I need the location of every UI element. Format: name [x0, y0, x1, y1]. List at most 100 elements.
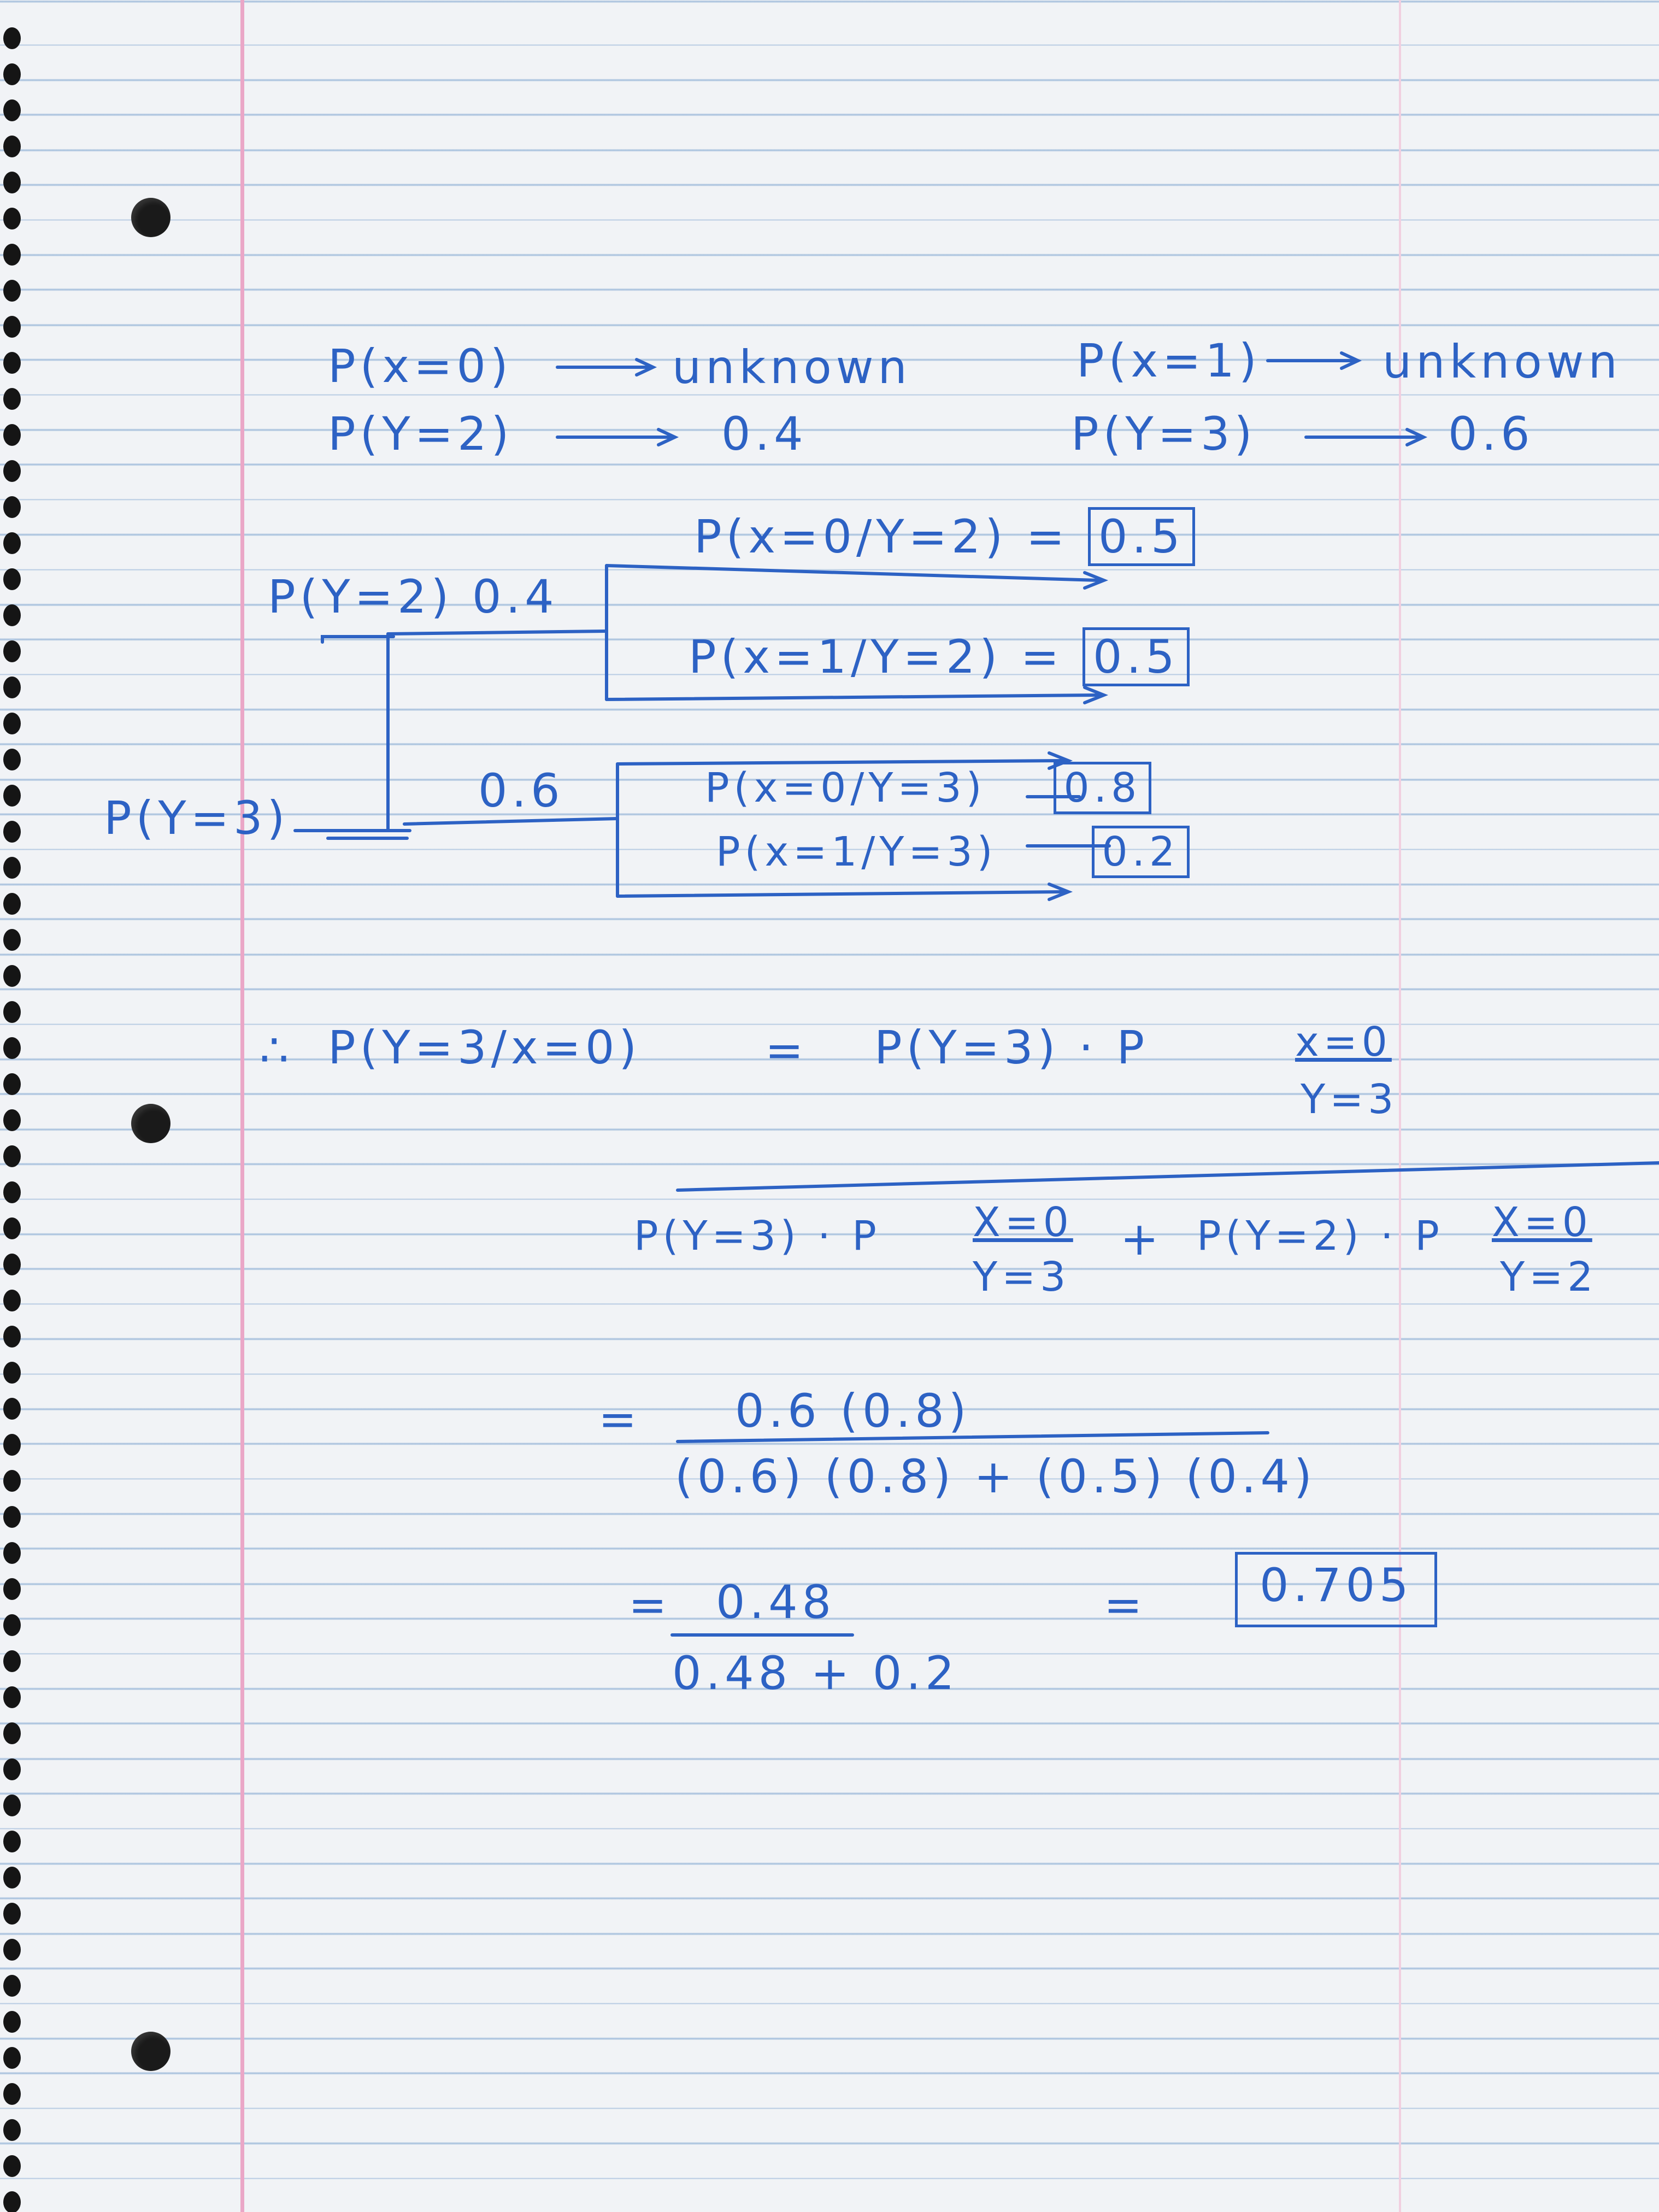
calc-equals-3: = — [1104, 1578, 1147, 1632]
leaf-value-box: 0.8 — [1053, 762, 1152, 814]
spiral-ring — [3, 1290, 21, 1311]
leaf-expr: P(x=0/Y=2) = — [694, 510, 1069, 563]
calc-numerator-1: 0.6 (0.8) — [735, 1384, 971, 1438]
spiral-ring — [3, 496, 21, 518]
spiral-ring — [3, 1001, 21, 1023]
px1-value: unknown — [1382, 335, 1622, 389]
punch-hole-top — [131, 198, 170, 237]
spiral-ring — [3, 1867, 21, 1889]
spiral-ring — [3, 63, 21, 85]
spiral-ring — [3, 1362, 21, 1384]
px1-expr: P(x=1) — [1076, 334, 1261, 387]
spiral-ring — [3, 785, 21, 807]
spiral-ring — [3, 568, 21, 590]
denominator-term2: P(Y=2) · P — [1197, 1213, 1444, 1260]
spiral-ring — [3, 1975, 21, 1997]
spiral-ring — [3, 1254, 21, 1275]
spiral-ring — [3, 713, 21, 734]
calc-numerator-2: 0.48 — [716, 1575, 836, 1629]
spiral-ring — [3, 1506, 21, 1528]
calc-denominator-1: (0.6) (0.8) + (0.5) (0.4) — [675, 1450, 1316, 1503]
spiral-ring — [3, 2083, 21, 2105]
spiral-ring — [3, 136, 21, 157]
spiral-ring — [3, 208, 21, 230]
leaf-x1-given-y3: P(x=1/Y=3) 0.2 — [716, 826, 1190, 878]
calc-equals-2: = — [628, 1578, 672, 1632]
spiral-ring — [3, 1434, 21, 1456]
spiral-ring — [3, 1650, 21, 1672]
spiral-ring — [3, 676, 21, 698]
py2-value: 0.4 — [721, 407, 808, 461]
numerator-frac-bottom: Y=3 — [1301, 1076, 1398, 1123]
calc-denominator-2: 0.48 + 0.2 — [672, 1646, 959, 1700]
leaf-x0-given-y3: P(x=0/Y=3) 0.8 — [705, 762, 1152, 814]
spiral-ring — [3, 749, 21, 770]
branch-y2-label: P(Y=2) 0.4 — [268, 570, 558, 623]
spiral-ring — [3, 460, 21, 482]
spiral-ring — [3, 99, 21, 121]
spiral-ring — [3, 172, 21, 193]
denominator-term2-bottom: Y=2 — [1500, 1254, 1598, 1301]
spiral-ring — [3, 965, 21, 987]
spiral-ring — [3, 1470, 21, 1492]
root-label: P(Y=3) — [104, 791, 290, 845]
result-box: 0.705 — [1235, 1552, 1438, 1627]
px0-value: unknown — [672, 340, 911, 394]
spiral-ring — [3, 640, 21, 662]
punch-hole-bottom — [131, 2032, 170, 2071]
leaf-expr: P(x=1/Y=3) — [716, 828, 997, 875]
denominator-term1-bottom: Y=3 — [973, 1254, 1070, 1301]
final-result: 0.705 — [1235, 1552, 1438, 1627]
spiral-ring — [3, 1758, 21, 1780]
spiral-ring — [3, 244, 21, 266]
spiral-ring — [3, 821, 21, 843]
spiral-ring — [3, 1939, 21, 1961]
spiral-ring — [3, 1903, 21, 1925]
spiral-ring — [3, 1614, 21, 1636]
leaf-value-box: 0.5 — [1082, 627, 1190, 686]
bayes-lhs: P(Y=3/x=0) — [328, 1021, 642, 1074]
spiral-ring — [3, 1831, 21, 1852]
leaf-x0-given-y2: P(x=0/Y=2) = 0.5 — [694, 507, 1195, 566]
leaf-expr: P(x=0/Y=3) — [705, 764, 986, 811]
spiral-ring — [3, 1073, 21, 1095]
spiral-ring — [3, 1722, 21, 1744]
denominator-term1: P(Y=3) · P — [634, 1213, 881, 1260]
spiral-ring — [3, 929, 21, 951]
right-margin-line — [1399, 0, 1401, 2212]
leaf-value-box: 0.5 — [1087, 507, 1195, 566]
spiral-ring — [3, 1542, 21, 1564]
spiral-ring — [3, 2155, 21, 2177]
leaf-expr: P(x=1/Y=2) = — [689, 630, 1064, 684]
spiral-ring — [3, 316, 21, 338]
spiral-ring — [3, 1037, 21, 1059]
py3-expr: P(Y=3) — [1071, 407, 1257, 461]
spiral-ring — [3, 1578, 21, 1600]
py2-expr: P(Y=2) — [328, 407, 514, 461]
py3-value: 0.6 — [1448, 407, 1534, 461]
spiral-ring — [3, 352, 21, 374]
spiral-ring — [3, 424, 21, 446]
spiral-ring — [3, 1217, 21, 1239]
spiral-ring — [3, 1686, 21, 1708]
spiral-ring — [3, 1326, 21, 1348]
numerator-prefix: P(Y=3) · P — [874, 1021, 1149, 1074]
spiral-ring — [3, 280, 21, 302]
leaf-x1-given-y2: P(x=1/Y=2) = 0.5 — [689, 627, 1190, 686]
spiral-ring — [3, 604, 21, 626]
spiral-ring — [3, 532, 21, 554]
spiral-ring — [3, 2011, 21, 2033]
denominator-term1-top: X=0 — [973, 1199, 1073, 1246]
leaf-value-box: 0.2 — [1091, 826, 1190, 878]
denominator-term2-top: X=0 — [1492, 1199, 1592, 1246]
px0-expr: P(x=0) — [328, 339, 513, 393]
spiral-ring — [3, 2047, 21, 2069]
spiral-ring — [3, 1109, 21, 1131]
margin-line — [240, 0, 244, 2212]
spiral-ring — [3, 1398, 21, 1420]
therefore-symbol: ∴ — [260, 1023, 293, 1077]
spiral-ring — [3, 1145, 21, 1167]
denominator-plus: + — [1120, 1212, 1163, 1266]
bayes-equals: = — [765, 1023, 808, 1077]
spiral-ring — [3, 388, 21, 410]
